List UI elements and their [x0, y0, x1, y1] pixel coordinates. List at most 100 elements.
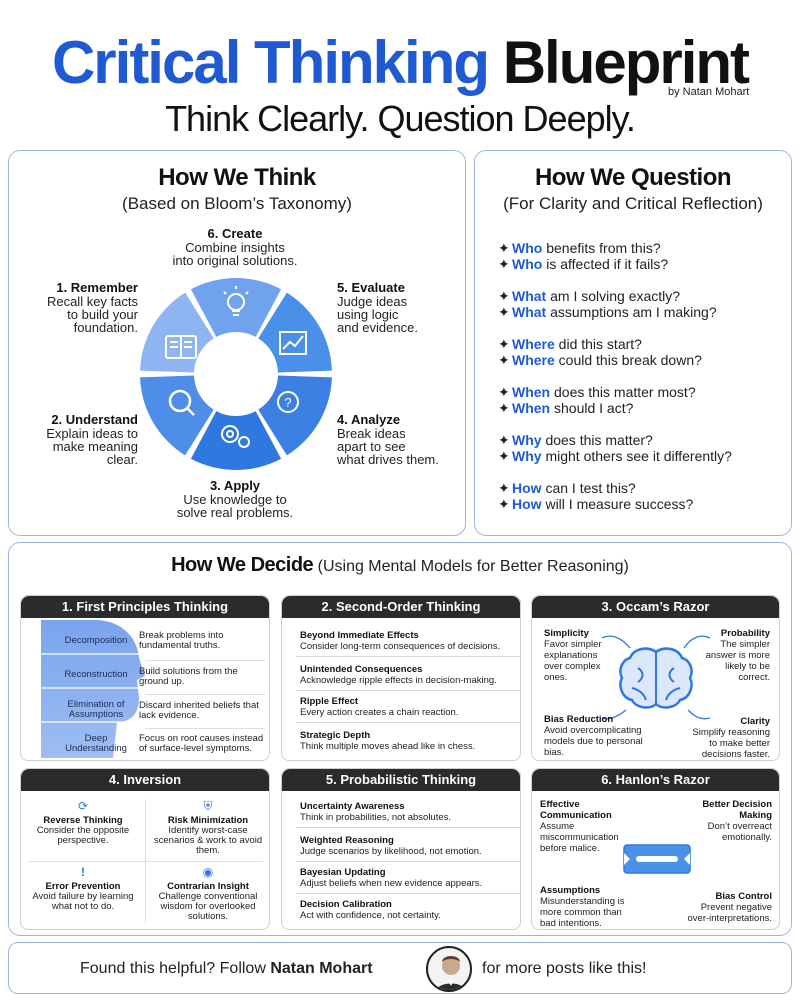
- sparkle-icon: ✦: [498, 480, 510, 496]
- fp-divider: [145, 660, 265, 661]
- question-item: ✦Where could this break down?: [498, 352, 768, 368]
- second-order-panel: 2. Second-Order Thinking Beyond Immediat…: [281, 595, 521, 761]
- footer-text: Found this helpful? Follow Natan Mohart: [80, 960, 373, 977]
- occam-panel: 3. Occam’s Razor Simplicity Favor simple…: [531, 595, 780, 761]
- exclamation-icon: !: [81, 865, 85, 879]
- question-group: ✦When does this matter most?✦When should…: [498, 384, 768, 416]
- question-keyword: What: [512, 304, 547, 320]
- question-text: does this matter?: [541, 432, 653, 448]
- how-we-question-title: How We Question: [534, 164, 732, 191]
- occam-probability: Probability The simpler answer is more l…: [705, 628, 770, 683]
- hanlon-effective-communication: Effective Communication Assume miscommun…: [540, 799, 619, 854]
- trend-chart-icon: [279, 331, 307, 355]
- question-text: does this matter most?: [550, 384, 696, 400]
- how-we-decide-subtitle: (Using Mental Models for Better Reasonin…: [317, 558, 629, 575]
- divider: [296, 827, 520, 828]
- step-remember: 1. Remember Recall key facts to build yo…: [46, 280, 138, 335]
- inversion-risk-minimization: ⛨ Risk Minimization Identify worst-case …: [147, 799, 269, 856]
- question-keyword: Who: [512, 240, 543, 256]
- segment-analyze: [258, 375, 332, 456]
- question-text: will I measure success?: [541, 496, 694, 512]
- question-keyword: Who: [512, 256, 543, 272]
- author-link[interactable]: Natan Mohart: [270, 960, 373, 977]
- question-text: could this break down?: [554, 352, 702, 368]
- question-group: ✦Who benefits from this?✦Who is affected…: [498, 240, 768, 272]
- shield-icon: ⛨: [203, 799, 213, 813]
- hanlon-better-decision: Better Decision Making Don’t overreact e…: [702, 799, 772, 843]
- segment-create: [190, 278, 282, 337]
- probabilistic-panel: 5. Probabilistic Thinking Uncertainty Aw…: [281, 768, 521, 930]
- step-evaluate: 5. Evaluate Judge ideas using logic and …: [337, 280, 418, 335]
- sparkle-icon: ✦: [498, 432, 510, 448]
- svg-text:?: ?: [284, 395, 291, 410]
- book-icon: [165, 335, 197, 359]
- sparkle-icon: ✦: [498, 288, 510, 304]
- question-group: ✦What am I solving exactly?✦What assumpt…: [498, 288, 768, 320]
- occam-clarity: Clarity Simplify reasoning to make bette…: [692, 716, 770, 760]
- question-list: ✦Who benefits from this?✦Who is affected…: [498, 240, 768, 528]
- occam-title: 3. Occam’s Razor: [532, 596, 779, 618]
- question-keyword: What: [512, 288, 547, 304]
- question-keyword: Why: [512, 448, 542, 464]
- step-understand: 2. Understand Explain ideas to make mean…: [46, 412, 138, 467]
- question-text: assumptions am I making?: [546, 304, 717, 320]
- how-we-question-subtitle: (For Clarity and Critical Reflection): [503, 194, 763, 213]
- how-we-think-card: [8, 150, 466, 536]
- sparkle-icon: ✦: [498, 240, 510, 256]
- sparkle-icon: ✦: [498, 352, 510, 368]
- sparkle-icon: ✦: [498, 304, 510, 320]
- question-group: ✦Why does this matter?✦Why might others …: [498, 432, 768, 464]
- occam-simplicity: Simplicity Favor simpler explanations ov…: [544, 628, 602, 683]
- question-keyword: When: [512, 384, 551, 400]
- fp-divider: [145, 694, 265, 695]
- question-item: ✦What assumptions am I making?: [498, 304, 768, 320]
- sparkle-icon: ✦: [498, 400, 510, 416]
- question-group: ✦Where did this start?✦Where could this …: [498, 336, 768, 368]
- question-item: ✦Why might others see it differently?: [498, 448, 768, 464]
- question-text: might others see it differently?: [541, 448, 732, 464]
- question-text: can I test this?: [541, 480, 636, 496]
- hanlon-assumptions: Assumptions Misunderstanding is more com…: [540, 885, 625, 929]
- segment-understand: [140, 375, 214, 456]
- how-we-think-title: How We Think: [158, 164, 316, 191]
- question-keyword: How: [512, 496, 542, 512]
- sparkle-icon: ✦: [498, 256, 510, 272]
- rotate-icon: ⟳: [77, 799, 89, 813]
- question-item: ✦Where did this start?: [498, 336, 768, 352]
- sparkle-icon: ✦: [498, 384, 510, 400]
- main-title: Critical Thinking Blueprint: [0, 30, 800, 96]
- question-text: should I act?: [550, 400, 634, 416]
- how-we-think-subtitle: (Based on Bloom’s Taxonomy): [122, 194, 352, 213]
- second-order-title: 2. Second-Order Thinking: [282, 596, 520, 618]
- first-principles-title: 1. First Principles Thinking: [21, 596, 269, 618]
- question-text: is affected if it fails?: [542, 256, 669, 272]
- lightbulb-icon: [223, 286, 249, 316]
- subtitle: Think Clearly. Question Deeply.: [165, 98, 636, 139]
- sparkle-icon: ✦: [498, 336, 510, 352]
- razor-blade-icon: [623, 844, 691, 874]
- bulb-icon: ◉: [202, 865, 214, 879]
- arrows-icon: [601, 635, 711, 720]
- question-item: ✦What am I solving exactly?: [498, 288, 768, 304]
- question-item: ✦When should I act?: [498, 400, 768, 416]
- question-text: benefits from this?: [542, 240, 661, 256]
- divider: [296, 722, 520, 723]
- hanlon-title: 6. Hanlon’s Razor: [532, 769, 779, 791]
- footer-text-end: for more posts like this!: [482, 960, 647, 977]
- first-principles-panel: 1. First Principles Thinking Decompositi…: [20, 595, 270, 761]
- probabilistic-title: 5. Probabilistic Thinking: [282, 769, 520, 791]
- fp-divider: [145, 728, 265, 729]
- question-group: ✦How can I test this?✦How will I measure…: [498, 480, 768, 512]
- brain-icon: [619, 647, 693, 709]
- question-item: ✦Why does this matter?: [498, 432, 768, 448]
- question-item: ✦Who benefits from this?: [498, 240, 768, 256]
- gears-icon: [221, 425, 250, 448]
